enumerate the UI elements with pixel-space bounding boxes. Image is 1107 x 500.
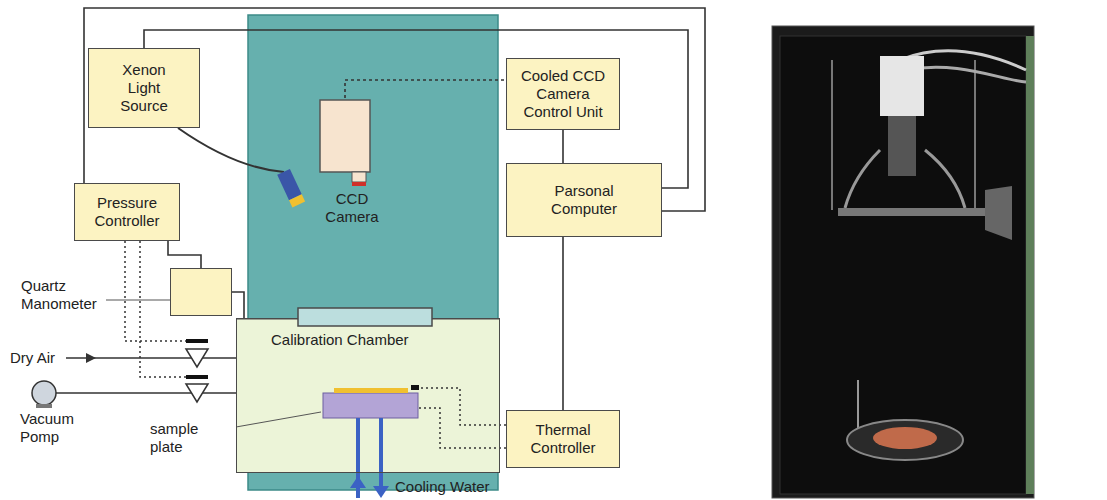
light-source-box: Xenon Light Source [88,48,200,128]
chamber-photo [772,26,1034,498]
node-label: Quartz Manometer [21,277,111,313]
photo-interior [780,36,1026,494]
node-label: Parsonal Computer [539,182,629,218]
photo-edge [1026,36,1034,494]
flow-arrowhead [373,486,389,498]
camera-drawing [312,98,392,188]
valve-actuator [186,375,208,379]
port-label: Dry Air [10,349,70,367]
light-probe [277,169,305,208]
controller-box: Thermal Controller [506,410,620,468]
computer-box: Parsonal Computer [506,163,662,237]
leader-line [106,300,170,301]
probe-body [277,169,302,200]
valve-actuator [186,339,208,343]
photo-rod [831,60,833,210]
control-unit-box: Cooled CCD Camera Control Unit [506,58,620,130]
node-label: Cooled CCD Camera Control Unit [517,67,609,121]
light-guide [178,128,284,172]
chamber-top [236,318,298,320]
flow-label: Cooling Water [395,478,495,496]
device-label: Vacuum Pomp [20,410,84,446]
cable-line [562,130,564,163]
lens-filter [352,182,366,186]
manometer-box: Quartz Manometer [170,268,232,316]
cable-line [562,237,564,410]
sample [334,388,408,393]
photo-sample [873,427,937,449]
sample-plate [323,393,418,418]
valve-symbol [186,384,208,402]
pump-base [36,404,52,408]
photo-cable [845,150,880,208]
pump-symbol [32,381,56,405]
controller-box: Pressure Controller [74,183,180,241]
camera-symbol: CCD Camera [312,98,392,228]
chamber-top [432,318,500,320]
node-label: Xenon Light Source [113,61,175,115]
probe-tip [289,194,305,207]
camera-body [320,100,370,172]
flow-arrowhead [350,476,366,488]
photo-camera [880,56,924,116]
node-label: Calibration Chamber [271,331,409,349]
camera-lens [352,172,366,182]
sensor-wire [420,388,506,425]
valve-symbol [186,349,208,367]
chamber-window [298,308,432,326]
part-label: sample plate [150,420,234,456]
photo-panel [985,186,1012,240]
node-label: CCD Camera [320,190,384,226]
cable-line [232,292,244,318]
photo-chamber [847,420,963,460]
heater-wire [419,408,506,448]
temperature-sensor [411,385,419,390]
cooling-pipe [379,418,383,490]
leader-line [236,412,321,427]
flow-arrowhead [86,353,96,363]
photo-camera-mount [888,116,916,176]
photo-cable [925,150,965,208]
photo-shelf [838,208,988,216]
photo-rod [974,60,976,210]
photo-frame [772,26,1034,498]
cable-line [168,241,201,268]
chamber-box: Calibration Chamber [236,318,500,473]
node-label: Thermal Controller [517,421,609,457]
vacuum-line [56,392,236,394]
signal-line [345,80,506,98]
node-label: Pressure Controller [81,194,173,230]
